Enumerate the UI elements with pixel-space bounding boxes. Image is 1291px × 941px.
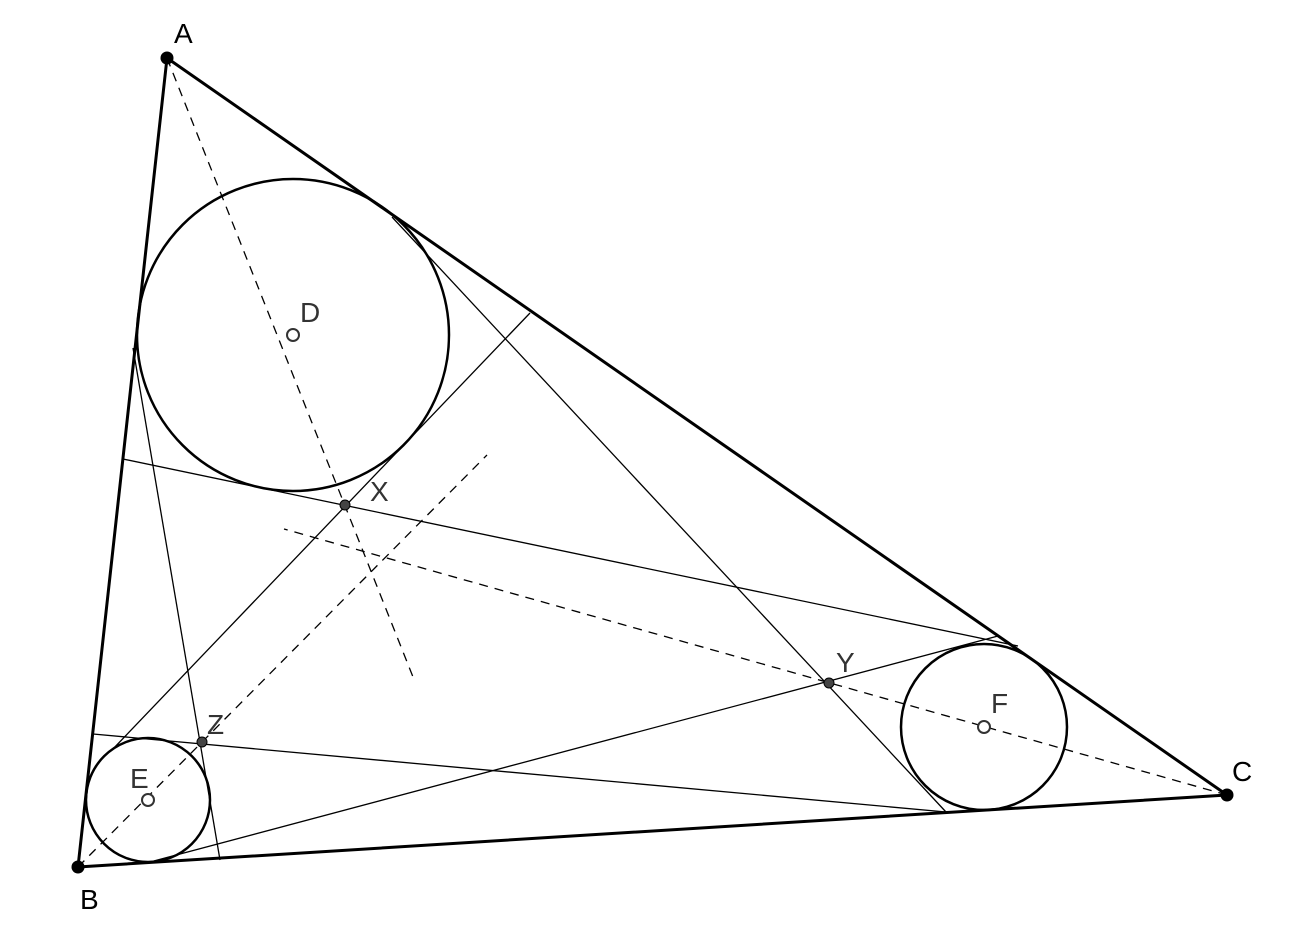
tangent-line-6 [149, 635, 999, 863]
label-z: Z [207, 709, 224, 740]
tangent-line-2 [111, 312, 531, 751]
point-y [823, 677, 835, 689]
intersection-points [196, 499, 835, 748]
point-f [977, 720, 991, 734]
triangle-abc [76, 56, 1229, 869]
tangent-line-4 [391, 216, 947, 813]
labels: A B C D E F X Y Z [80, 18, 1252, 915]
label-d: D [300, 297, 320, 328]
label-f: F [991, 688, 1008, 719]
label-a: A [174, 18, 193, 49]
label-c: C [1232, 756, 1252, 787]
label-b: B [80, 884, 99, 915]
circles [84, 177, 1069, 864]
point-e [141, 793, 155, 807]
vertex-points [71, 51, 1234, 874]
dashed-line-b-through-e [77, 454, 488, 868]
dashed-line-c-through-f [283, 528, 1228, 796]
tangent-lines [92, 216, 1019, 863]
label-y: Y [836, 647, 855, 678]
label-x: X [370, 476, 389, 507]
dashed-line-a-through-d [166, 57, 416, 683]
point-d [286, 328, 300, 342]
point-a [160, 51, 174, 65]
center-points [141, 328, 991, 807]
dashed-lines [77, 57, 1228, 868]
tangent-line-3 [92, 733, 947, 813]
point-c [1220, 788, 1234, 802]
label-e: E [130, 763, 149, 794]
point-b [71, 860, 85, 874]
point-x [339, 499, 351, 511]
point-z [196, 736, 208, 748]
